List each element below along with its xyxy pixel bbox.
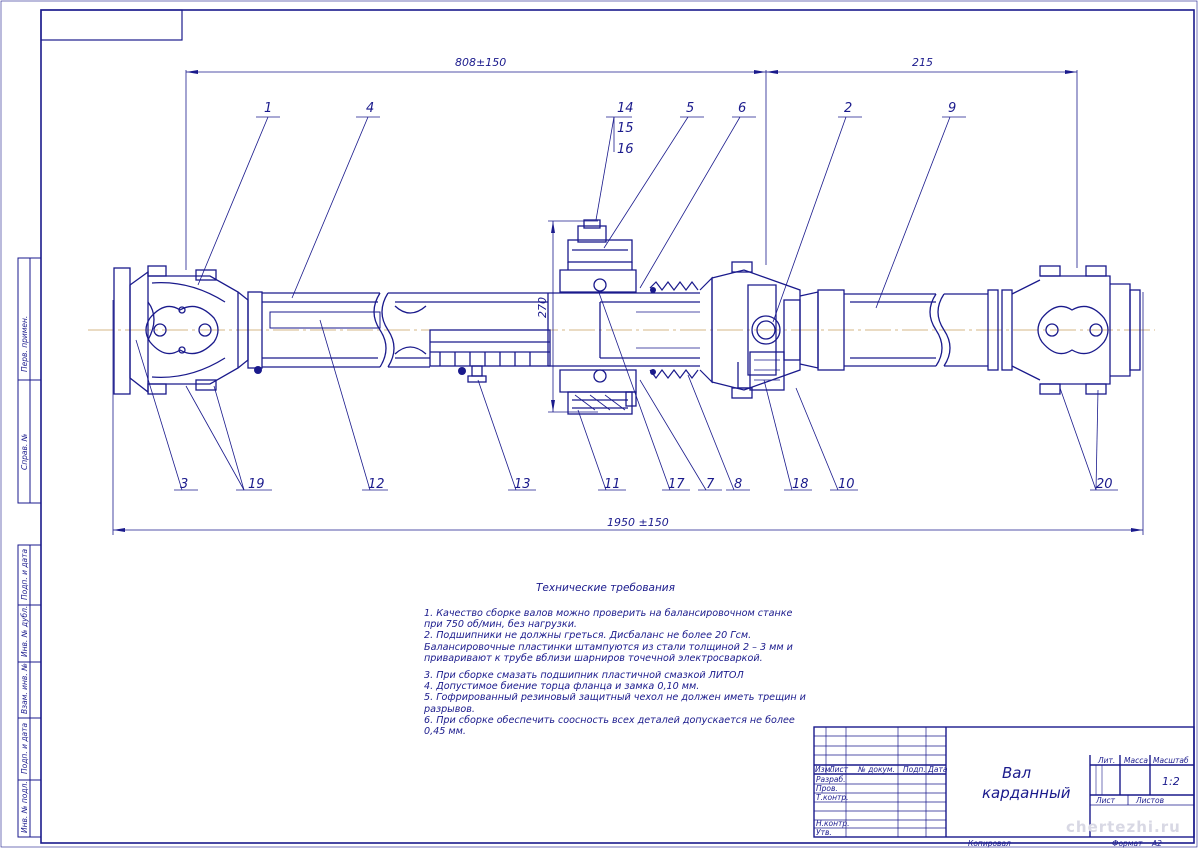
callout-2: 2	[844, 101, 852, 116]
slip-joint	[429, 293, 551, 383]
side-label-podp2: Подп. и дата	[20, 723, 29, 774]
hdr-izm: Изм.	[815, 765, 833, 774]
callout-8: 8	[734, 477, 742, 492]
dimension-arrows	[113, 70, 1143, 532]
balance-weld-center	[458, 367, 466, 375]
value-format: А2	[1151, 839, 1162, 848]
tech-item-5: 5. Гофрированный резиновый защитный чехо…	[424, 692, 806, 715]
leader-lines	[135, 116, 1118, 491]
side-label-vzam: Взам. инв. №	[20, 663, 29, 714]
label-copied: Копировал	[968, 839, 1011, 848]
intermediate-support	[548, 219, 700, 415]
callout-4: 4	[366, 101, 374, 116]
row-razrab: Разраб.	[816, 775, 845, 784]
row-tkontr: Т.контр.	[816, 793, 849, 802]
value-scale: 1:2	[1162, 775, 1180, 788]
right-tube	[844, 279, 1041, 381]
tech-item-4: 4. Допустимое биение торца фланца и замк…	[424, 681, 700, 693]
hdr-data: Дата	[927, 765, 948, 774]
side-stamp	[17, 257, 42, 838]
callout-13: 13	[514, 477, 531, 492]
callout-3: 3	[180, 477, 188, 492]
row-nkontr: Н.контр.	[816, 819, 850, 828]
dim-top-right: 215	[912, 56, 933, 69]
callout-19: 19	[248, 477, 265, 492]
label-mass: Масса	[1124, 756, 1148, 765]
right-flange-yoke	[1037, 265, 1141, 395]
clamp-bottom	[650, 369, 656, 375]
top-callouts: 1 4 14 15 16 5 6 2 9	[264, 101, 956, 157]
corner-stamp	[40, 9, 183, 41]
label-format: Формат	[1112, 839, 1143, 848]
hdr-list: Лист	[828, 765, 849, 774]
callout-5: 5	[686, 101, 694, 116]
callout-10: 10	[838, 477, 855, 492]
dimension-lines	[112, 70, 1144, 535]
callout-17: 17	[668, 477, 685, 492]
dim-total: 1950 ±150	[607, 516, 669, 529]
clamp-top	[650, 287, 656, 293]
tech-requirements-title: Технические требования	[536, 582, 675, 594]
label-scale: Масштаб	[1153, 756, 1189, 765]
callout-16: 16	[617, 142, 634, 157]
row-utv: Утв.	[816, 828, 832, 837]
tech-item-3: 3. При сборке смазать подшипник пластичн…	[424, 670, 744, 682]
dim-top-left: 808±150	[455, 56, 506, 69]
callout-18: 18	[792, 477, 809, 492]
callout-11: 11	[604, 477, 621, 492]
hdr-podp: Подп.	[903, 765, 926, 774]
center-universal-joint	[711, 261, 845, 399]
callout-15: 15	[617, 121, 634, 136]
row-prov: Пров.	[816, 784, 838, 793]
side-label-podl: Инв. № подл.	[20, 781, 29, 833]
side-label-perv: Перв. примен.	[20, 316, 29, 372]
label-sheets: Листов	[1135, 796, 1164, 805]
title-block-texts: Изм. Лист № докум. Подп. Дата Разраб. Пр…	[815, 756, 1189, 848]
callout-6: 6	[738, 101, 746, 116]
callout-1: 1	[264, 101, 272, 116]
left-tube	[247, 291, 548, 369]
side-stamp-labels: Перв. примен. Справ. № Подп. и дата Инв.…	[20, 316, 29, 833]
tech-item-6: 6. При сборке обеспечить соосность всех …	[424, 714, 795, 738]
balance-weld-left	[254, 366, 262, 374]
watermark: chertezhi.ru	[1066, 818, 1181, 836]
tech-item-2: 2. Подшипники не должны греться. Дисбала…	[424, 630, 793, 664]
title-block-grid	[813, 726, 1195, 838]
tech-item-1: 1. Качество сборке валов можно проверить…	[424, 608, 793, 631]
part-name-line2: карданный	[982, 784, 1071, 802]
label-lit: Лит.	[1097, 756, 1115, 765]
callout-14: 14	[617, 101, 634, 116]
label-sheet: Лист	[1095, 796, 1116, 805]
callout-20: 20	[1096, 477, 1113, 492]
side-label-podp1: Подп. и дата	[20, 549, 29, 600]
dim-height: 270	[536, 297, 549, 318]
tech-requirements: 1. Качество сборке валов можно проверить…	[424, 608, 814, 737]
left-flange-yoke	[113, 265, 249, 395]
side-label-dubl: Инв. № дубл.	[20, 606, 29, 657]
part-name-line1: Вал	[1002, 764, 1031, 782]
title-block-minor	[814, 727, 946, 837]
side-label-sprav: Справ. №	[20, 433, 29, 470]
callout-9: 9	[948, 101, 956, 116]
callout-12: 12	[368, 477, 385, 492]
callout-7: 7	[706, 477, 715, 492]
hdr-dokum: № докум.	[857, 765, 895, 774]
bottom-callouts: 3 19 12 13 11 17 7 8 18 10 20	[180, 477, 1113, 492]
